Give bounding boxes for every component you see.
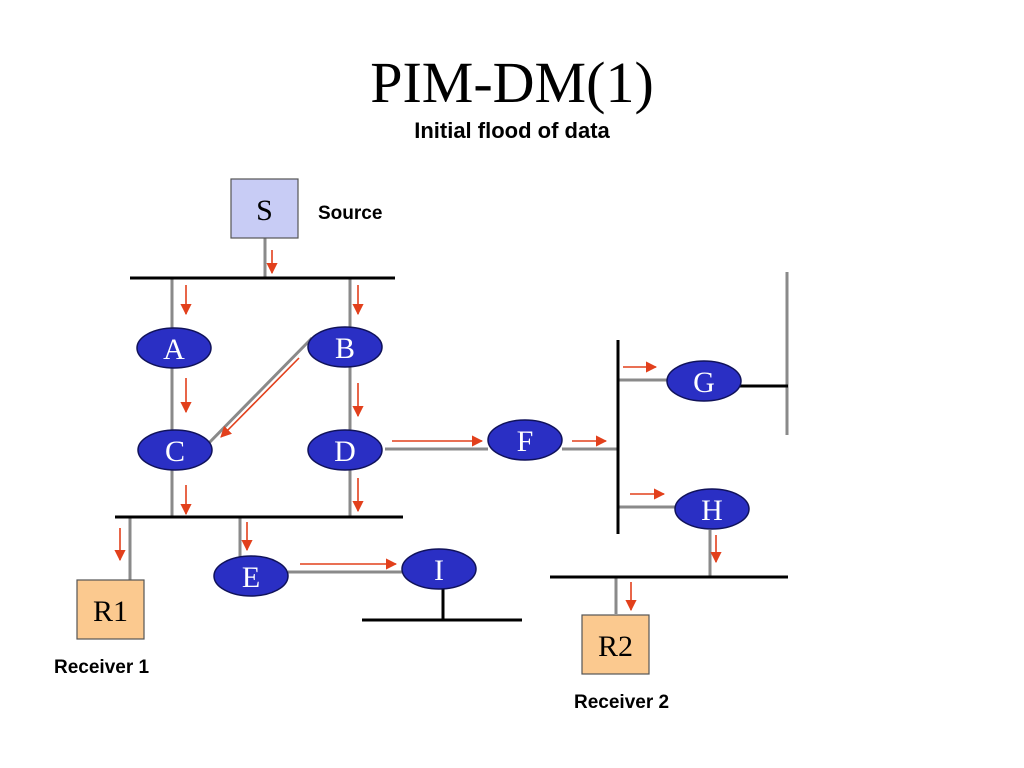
router-f-label: F <box>517 425 534 458</box>
router-e: E <box>213 555 289 597</box>
receiver1-box: R1 <box>76 579 145 640</box>
source-box-label: S <box>256 194 273 227</box>
router-d-label: D <box>334 435 356 468</box>
router-c: C <box>137 429 213 471</box>
router-b-label: B <box>335 332 355 365</box>
router-h: H <box>674 488 750 530</box>
page-title: PIM-DM(1) <box>370 50 654 115</box>
receiver2-box: R2 <box>581 614 650 675</box>
page-subtitle: Initial flood of data <box>414 118 610 143</box>
router-c-label: C <box>165 435 185 468</box>
link-b-c <box>203 336 314 449</box>
router-g-label: G <box>693 366 715 399</box>
router-f: F <box>487 419 563 461</box>
router-e-label: E <box>242 561 260 594</box>
router-i-label: I <box>434 554 444 587</box>
source-box: S <box>230 178 299 239</box>
router-h-label: H <box>701 494 723 527</box>
router-g: G <box>666 360 742 402</box>
router-a: A <box>136 327 212 369</box>
router-i: I <box>401 548 477 590</box>
flood-arrows <box>114 250 722 612</box>
lan-segments <box>115 276 788 622</box>
router-a-label: A <box>163 333 185 366</box>
router-d: D <box>307 429 383 471</box>
arrow-b-c <box>220 357 300 438</box>
receiver2-label: Receiver 2 <box>574 692 670 713</box>
receiver2-box-label: R2 <box>598 630 633 663</box>
router-b: B <box>307 326 383 368</box>
receiver1-box-label: R1 <box>93 595 128 628</box>
source-label: Source <box>318 203 383 224</box>
receiver1-label: Receiver 1 <box>54 657 150 678</box>
